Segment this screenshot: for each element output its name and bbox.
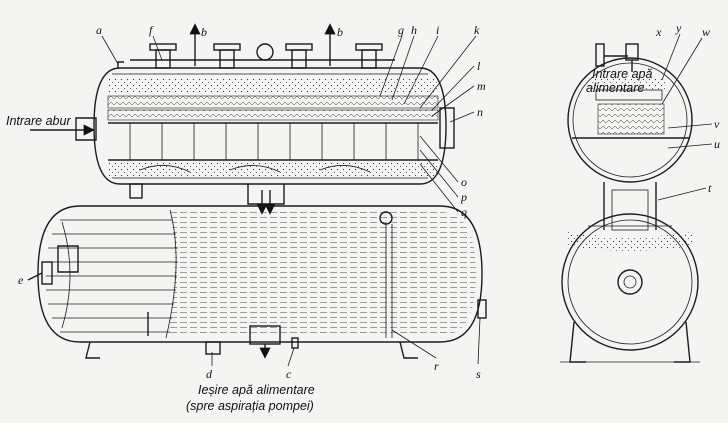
label-s: s — [476, 367, 481, 381]
caption-feedwater-inlet-line1: Intrare apă — [592, 67, 653, 81]
label-a: a — [96, 23, 102, 37]
label-r: r — [434, 359, 439, 373]
caption-outlet-line2: (spre aspirația pompei) — [186, 399, 314, 413]
part-labels: a f b b g h i k l m n o p q e r s d c y … — [18, 21, 720, 381]
label-h: h — [411, 23, 417, 37]
leader-lines — [101, 33, 713, 367]
label-c: c — [286, 367, 292, 381]
caption-feedwater-inlet-line2: alimentare — [586, 81, 644, 95]
label-q: q — [461, 205, 467, 219]
label-i: i — [436, 23, 439, 37]
storage-tank — [27, 205, 487, 359]
label-b-left: b — [201, 25, 207, 39]
label-d: d — [206, 367, 213, 381]
label-w: w — [702, 25, 710, 39]
label-g: g — [398, 23, 404, 37]
label-y: y — [675, 21, 682, 35]
label-v: v — [714, 117, 720, 131]
label-e: e — [18, 273, 24, 287]
label-n: n — [477, 105, 483, 119]
label-p: p — [460, 190, 467, 204]
label-x: x — [655, 25, 662, 39]
label-o: o — [461, 175, 467, 189]
label-b-right: b — [337, 25, 343, 39]
label-k: k — [474, 23, 480, 37]
captions: Intrare abur Intrare apă alimentare Ieși… — [6, 67, 653, 413]
cross-section-view — [560, 43, 700, 363]
deaerator-column — [30, 23, 455, 215]
caption-steam-inlet: Intrare abur — [6, 114, 71, 128]
label-m: m — [477, 79, 486, 93]
label-u: u — [714, 137, 720, 151]
label-t: t — [708, 181, 712, 195]
label-f: f — [149, 23, 154, 37]
label-l: l — [477, 59, 481, 73]
caption-outlet-line1: Ieșire apă alimentare — [198, 383, 315, 397]
